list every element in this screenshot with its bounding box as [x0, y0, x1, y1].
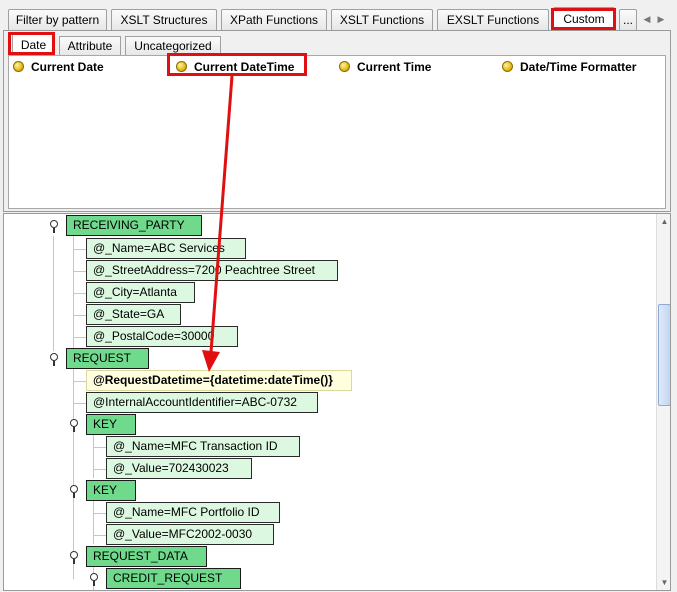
tab-xslt-structures[interactable]: XSLT Structures — [111, 9, 217, 30]
tree-connector — [93, 434, 94, 478]
tree-connector — [73, 271, 87, 272]
subtab-attribute[interactable]: Attribute — [59, 36, 121, 56]
tree-node-key[interactable]: KEY — [86, 480, 136, 501]
function-bullet-icon — [502, 61, 513, 72]
tree-node-credit-request[interactable]: CREDIT_REQUEST — [106, 568, 241, 589]
function-current-time[interactable]: Current Time — [339, 60, 431, 76]
tab-exslt-functions[interactable]: EXSLT Functions — [437, 9, 549, 30]
subtab-date[interactable]: Date — [12, 34, 55, 56]
function-bullet-icon — [339, 61, 350, 72]
tree-attr-key-value[interactable]: @_Value=702430023 — [106, 458, 252, 479]
function-datetime-formatter[interactable]: Date/Time Formatter — [502, 60, 636, 76]
tree-connector — [73, 381, 87, 382]
tree-attr-key-name[interactable]: @_Name=MFC Transaction ID — [106, 436, 300, 457]
tree-connector — [73, 236, 74, 348]
tree-attr-name[interactable]: @_Name=ABC Services — [86, 238, 246, 259]
scroll-right-icon[interactable]: ▶ — [657, 14, 665, 24]
tree-node-key[interactable]: KEY — [86, 414, 136, 435]
tree-attr-city[interactable]: @_City=Atlanta — [86, 282, 195, 303]
pin-icon[interactable] — [69, 485, 79, 499]
pin-icon[interactable] — [89, 573, 99, 587]
tree-node-request-data[interactable]: REQUEST_DATA — [86, 546, 207, 567]
tree-attr-key-value[interactable]: @_Value=MFC2002-0030 — [106, 524, 274, 545]
tree-node-receiving-party[interactable]: RECEIVING_PARTY — [66, 215, 202, 236]
tree-attr-key-name[interactable]: @_Name=MFC Portfolio ID — [106, 502, 280, 523]
mapping-tree: RECEIVING_PARTY @_Name=ABC Services @_St… — [3, 213, 671, 591]
tree-attr-postal-code[interactable]: @_PostalCode=30000 — [86, 326, 238, 347]
tree-connector — [93, 500, 94, 544]
tree-connector — [93, 513, 107, 514]
tree-connector — [73, 337, 87, 338]
tree-connector — [73, 249, 87, 250]
tree-attr-street-address[interactable]: @_StreetAddress=7200 Peachtree Street — [86, 260, 338, 281]
pin-icon[interactable] — [49, 220, 59, 234]
function-category-tabs: Filter by pattern XSLT Structures XPath … — [0, 0, 677, 31]
tree-connector — [93, 447, 107, 448]
tab-more[interactable]: ... — [619, 9, 637, 30]
tab-xpath-functions[interactable]: XPath Functions — [221, 9, 327, 30]
tree-attr-request-datetime[interactable]: @RequestDatetime={datetime:dateTime()} — [86, 370, 352, 391]
tree-attr-state[interactable]: @_State=GA — [86, 304, 181, 325]
scrollbar-thumb[interactable] — [658, 304, 670, 406]
tree-connector — [73, 403, 87, 404]
tree-connector — [73, 315, 87, 316]
function-list: Current Date Current DateTime Current Ti… — [8, 55, 666, 209]
function-bullet-icon — [176, 61, 187, 72]
tree-node-request[interactable]: REQUEST — [66, 348, 149, 369]
subtab-uncategorized[interactable]: Uncategorized — [125, 36, 221, 56]
pin-icon[interactable] — [49, 353, 59, 367]
scroll-down-icon[interactable]: ▼ — [660, 578, 669, 587]
function-current-datetime[interactable]: Current DateTime — [176, 60, 294, 76]
scroll-up-icon[interactable]: ▲ — [660, 217, 669, 226]
tree-scrollbar[interactable]: ▲ ▼ — [656, 214, 670, 590]
function-panel: Date Attribute Uncategorized Current Dat… — [3, 30, 671, 212]
pin-icon[interactable] — [69, 419, 79, 433]
tree-connector — [73, 369, 74, 579]
tab-filter-by-pattern[interactable]: Filter by pattern — [8, 9, 107, 30]
scroll-left-icon[interactable]: ◀ — [643, 14, 651, 24]
tree-connector — [93, 469, 107, 470]
pin-icon[interactable] — [69, 551, 79, 565]
tree-connector — [73, 293, 87, 294]
function-bullet-icon — [13, 61, 24, 72]
tab-xslt-functions[interactable]: XSLT Functions — [331, 9, 433, 30]
tree-connector — [53, 236, 54, 351]
tree-attr-internal-account-identifier[interactable]: @InternalAccountIdentifier=ABC-0732 — [86, 392, 318, 413]
function-current-date[interactable]: Current Date — [13, 60, 104, 76]
tree-connector — [93, 535, 107, 536]
